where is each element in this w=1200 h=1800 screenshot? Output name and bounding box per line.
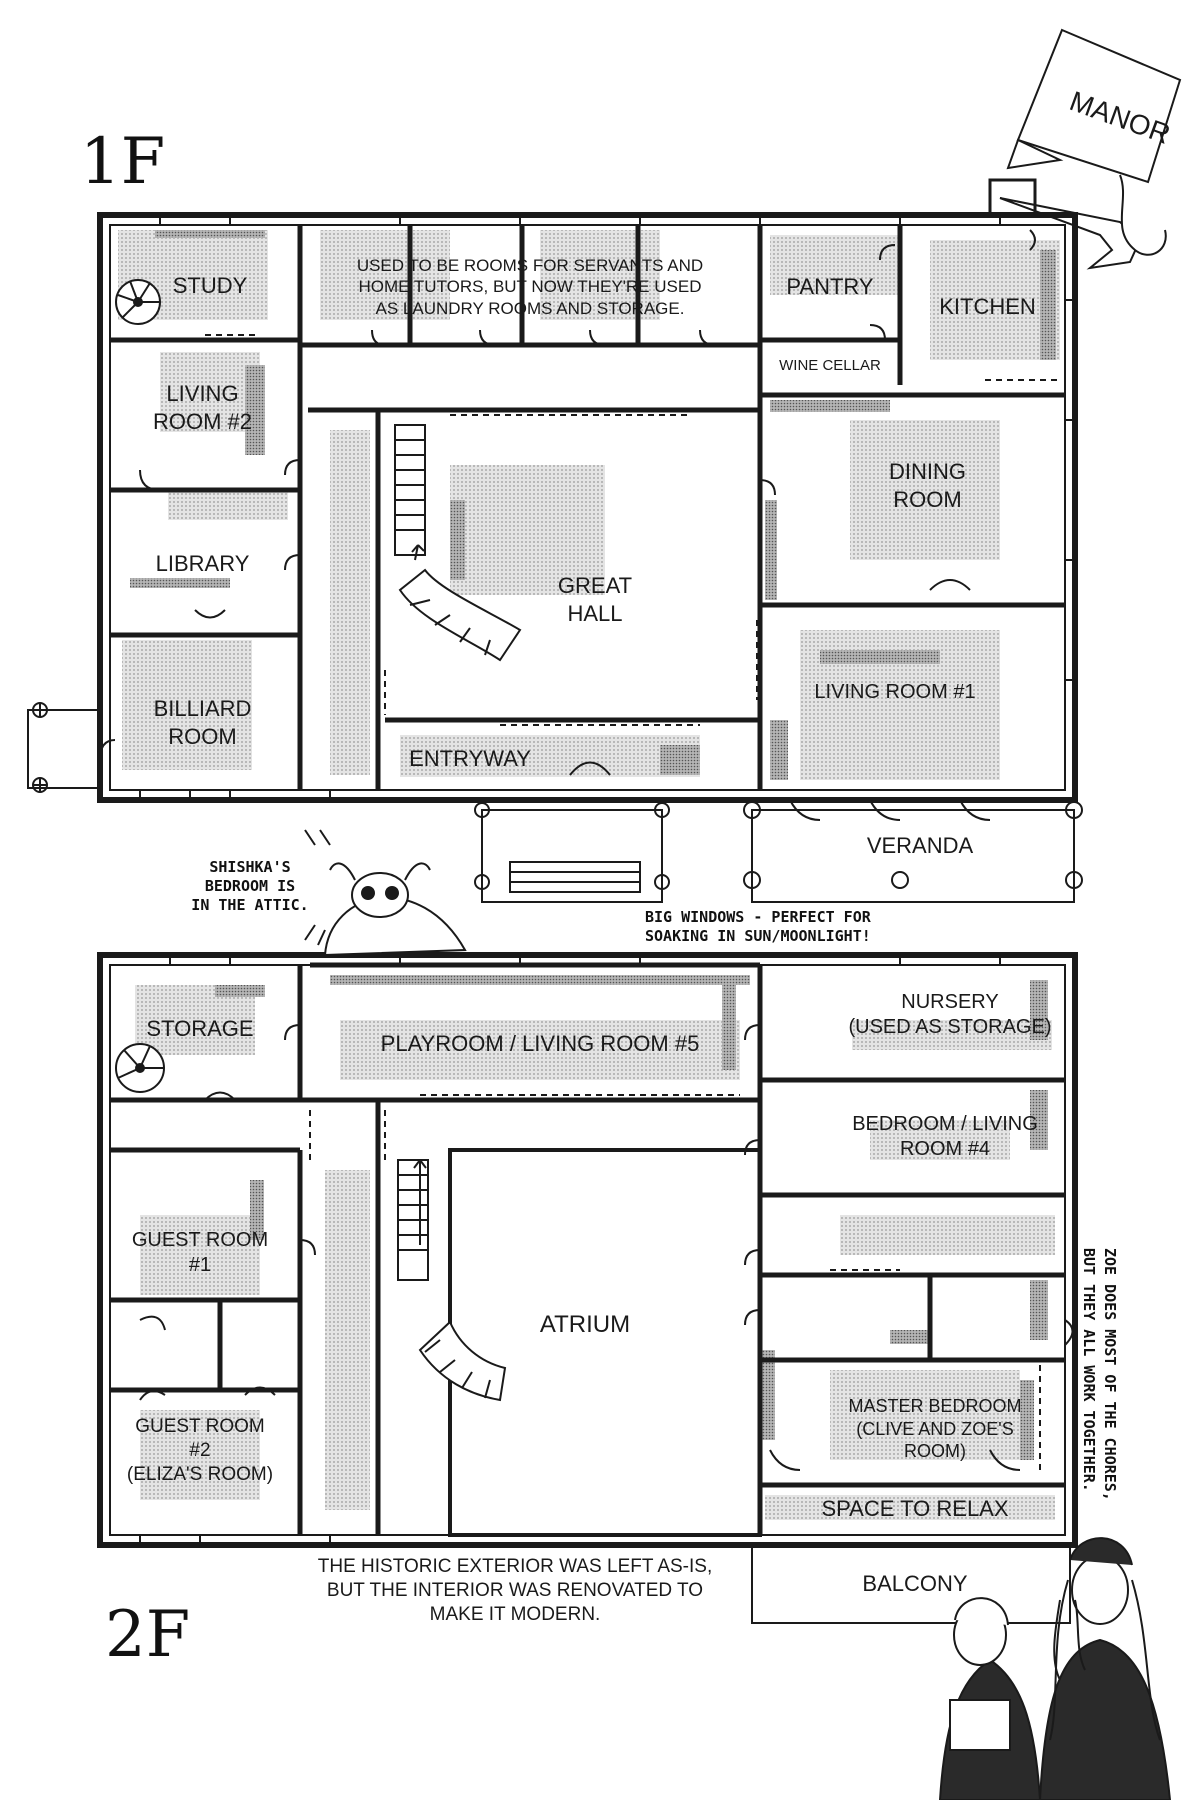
room-billiard: BILLIARD ROOM xyxy=(153,696,252,749)
note-chores: ZOE DOES MOST OF THE CHORES, BUT THEY AL… xyxy=(1080,1248,1119,1501)
study-spiral-stair xyxy=(115,279,161,325)
note-shishka: SHISHKA'S BEDROOM IS IN THE ATTIC. xyxy=(191,858,309,914)
room-relax: SPACE TO RELAX xyxy=(821,1496,1009,1521)
room-playroom: PLAYROOM / LIVING ROOM #5 xyxy=(380,1031,700,1056)
characters-doodle xyxy=(938,1537,1172,1800)
floor1-plan xyxy=(27,178,1083,903)
room-balcony: BALCONY xyxy=(862,1571,968,1596)
note-servant-rooms: USED TO BE ROOMS FOR SERVANTS AND HOME T… xyxy=(356,256,704,318)
note-big-windows: BIG WINDOWS - PERFECT FOR SOAKING IN SUN… xyxy=(645,908,871,945)
room-veranda: VERANDA xyxy=(866,833,974,858)
room-atrium: ATRIUM xyxy=(539,1311,631,1338)
room-study: STUDY xyxy=(172,273,248,298)
room-living2: LIVING ROOM #2 xyxy=(152,381,253,434)
room-entryway: ENTRYWAY xyxy=(409,746,531,771)
room-library: LIBRARY xyxy=(155,551,250,576)
room-living1: LIVING ROOM #1 xyxy=(814,681,976,703)
room-master: MASTER BEDROOM (CLIVE AND ZOE'S ROOM) xyxy=(848,1396,1022,1461)
floor2-label: 2F xyxy=(105,1598,191,1672)
room-bedroom4: BEDROOM / LIVING ROOM #4 xyxy=(852,1113,1038,1160)
room-storage: STORAGE xyxy=(146,1016,254,1041)
note-exterior: THE HISTORIC EXTERIOR WAS LEFT AS-IS, BU… xyxy=(317,1556,713,1625)
storage-spiral-stair xyxy=(115,1043,165,1093)
room-wine-cellar: WINE CELLAR xyxy=(779,357,881,374)
floor2-plan xyxy=(97,952,1078,1624)
room-guest1: GUEST ROOM #1 xyxy=(131,1229,269,1276)
room-great-hall: GREAT HALL xyxy=(557,573,633,626)
room-dining: DINING ROOM xyxy=(889,459,966,512)
shishka-doodle xyxy=(304,829,467,957)
room-guest2: GUEST ROOM #2 (ELIZA'S ROOM) xyxy=(126,1416,274,1485)
manor-banner xyxy=(999,28,1182,270)
room-pantry: PANTRY xyxy=(786,274,874,299)
room-nursery: NURSERY (USED AS STORAGE) xyxy=(848,991,1052,1038)
room-kitchen: KITCHEN xyxy=(939,294,1036,319)
floor1-label: 1F xyxy=(80,125,166,199)
